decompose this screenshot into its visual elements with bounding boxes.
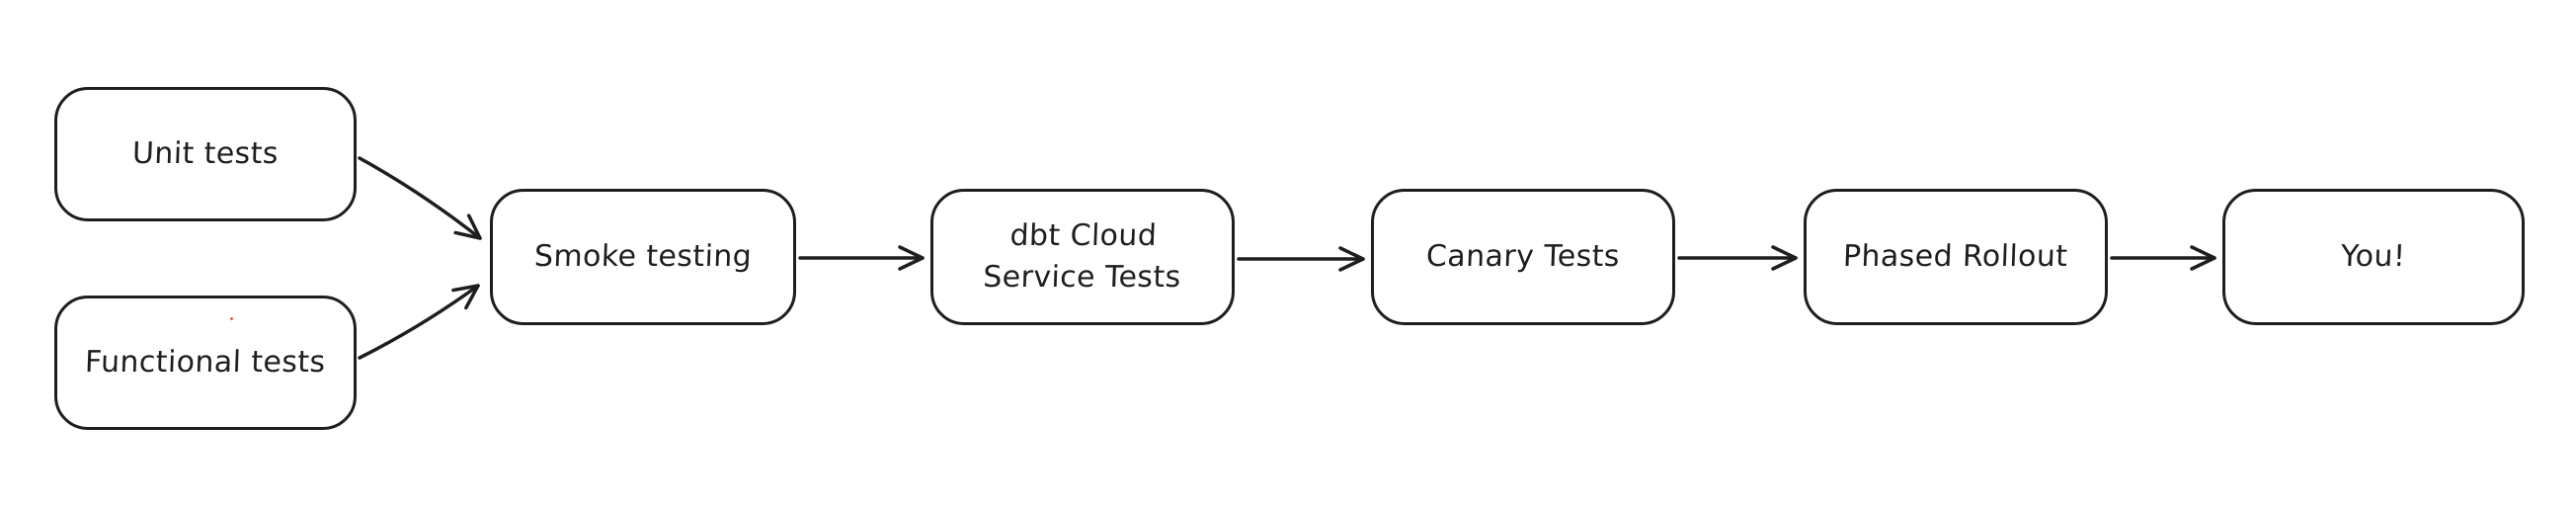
red-dot-artifact (230, 317, 233, 320)
node-functional-tests-label: Functional tests (84, 345, 327, 380)
node-you-label: You! (2340, 239, 2407, 274)
edge-unit-tests-to-smoke-testing (358, 156, 482, 240)
node-smoke-testing-label: Smoke testing (533, 239, 753, 274)
node-you[interactable]: You! (2222, 189, 2525, 325)
node-unit-tests[interactable]: Unit tests (54, 87, 357, 221)
node-dbt-cloud-service-tests-label: dbt Cloud Service Tests (982, 218, 1182, 295)
node-smoke-testing[interactable]: Smoke testing (490, 189, 796, 325)
edge-functional-tests-to-smoke-testing (358, 284, 480, 360)
node-phased-rollout[interactable]: Phased Rollout (1804, 189, 2108, 325)
node-canary-tests[interactable]: Canary Tests (1371, 189, 1675, 325)
node-functional-tests[interactable]: Functional tests (54, 296, 357, 430)
node-unit-tests-label: Unit tests (131, 136, 280, 171)
node-phased-rollout-label: Phased Rollout (1842, 239, 2069, 274)
node-dbt-cloud-service-tests[interactable]: dbt Cloud Service Tests (930, 189, 1235, 325)
node-canary-tests-label: Canary Tests (1425, 239, 1621, 274)
